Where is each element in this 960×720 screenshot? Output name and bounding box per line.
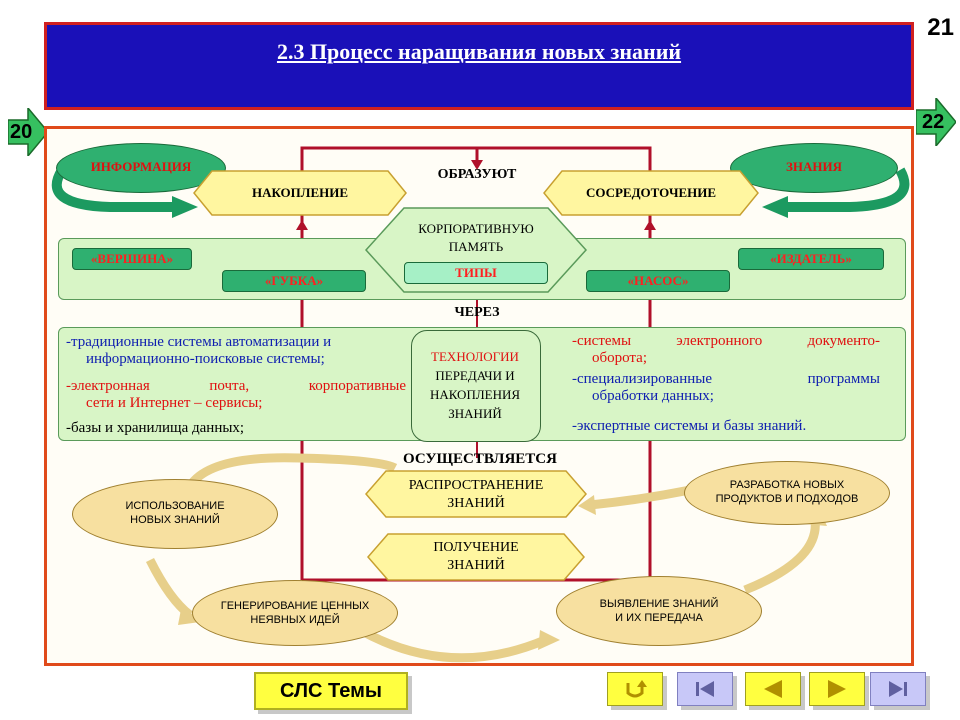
left-item-1-line1: -традиционные системы автоматизации и <box>66 334 332 350</box>
technologies-box <box>411 330 541 442</box>
use-line2: НОВЫХ ЗНАНИЙ <box>130 514 220 526</box>
information-label: ИНФОРМАЦИЯ <box>90 159 192 174</box>
information-ellipse: ИНФОРМАЦИЯ <box>56 143 226 193</box>
reveal-knowledge-ellipse: ВЫЯВЛЕНИЕ ЗНАНИЙ И ИХ ПЕРЕДАЧА <box>556 576 762 646</box>
slide-title: 2.3 Процесс наращивания новых знаний <box>276 39 682 64</box>
page-number: 21 <box>927 14 954 41</box>
dev-line2: ПРОДУКТОВ И ПОДХОДОВ <box>715 493 859 505</box>
corporate-memory-line2: ПАМЯТЬ <box>448 239 504 254</box>
prev-slide-button[interactable] <box>745 672 801 706</box>
spread-hex <box>365 470 587 518</box>
knowledge-ellipse: ЗНАНИЯ <box>730 143 898 193</box>
gen-line1: ГЕНЕРИРОВАНИЕ ЦЕННЫХ <box>220 600 370 612</box>
realized-label: ОСУЩЕСТВЛЯЕТСЯ <box>403 451 557 467</box>
reveal-line1: ВЫЯВЛЕНИЕ ЗНАНИЙ <box>599 598 719 610</box>
use-line1: ИСПОЛЬЗОВАНИЕ <box>125 500 225 512</box>
accumulation-label: НАКОПЛЕНИЕ <box>251 185 349 200</box>
last-slide-button[interactable] <box>870 672 926 706</box>
receive-line1: ПОЛУЧЕНИЕ <box>433 540 519 555</box>
gen-line2: НЕЯВНЫХ ИДЕЙ <box>250 614 340 626</box>
tech-line2: ПЕРЕДАЧИ И <box>435 368 515 383</box>
receive-line2: ЗНАНИЙ <box>447 558 505 573</box>
form-label: ОБРАЗУЮТ <box>437 167 517 182</box>
develop-products-ellipse: РАЗРАБОТКА НОВЫХ ПРОДУКТОВ И ПОДХОДОВ <box>684 461 890 525</box>
spread-line2: ЗНАНИЙ <box>447 496 505 511</box>
title-bar: 2.3 Процесс наращивания новых знаний <box>44 22 914 110</box>
topics-button[interactable]: СЛС Темы <box>254 672 408 710</box>
type-nasos: «НАСОС» <box>586 270 730 292</box>
type-vershina: «ВЕРШИНА» <box>72 248 192 270</box>
return-icon <box>626 680 647 698</box>
tech-line4: ЗНАНИЙ <box>448 406 502 421</box>
arrow-right-icon <box>7 105 49 159</box>
left-item-2-line1: -электронная почта, корпоративные <box>66 378 406 394</box>
prev-page-button[interactable]: 20 <box>7 105 49 159</box>
left-item-1-line2: информационно-поисковые системы; <box>86 351 325 367</box>
right-item-1-line2: оборота; <box>592 350 647 366</box>
left-item-3: -базы и хранилища данных; <box>66 420 245 436</box>
generate-ideas-ellipse: ГЕНЕРИРОВАНИЕ ЦЕННЫХ НЕЯВНЫХ ИДЕЙ <box>192 580 398 646</box>
concentration-hex <box>543 170 759 216</box>
left-item-2-line2: сети и Интернет – сервисы; <box>86 395 263 411</box>
type-gubka: «ГУБКА» <box>222 270 366 292</box>
skip-first-icon <box>696 681 714 697</box>
concentration-label: СОСРЕДОТОЧЕНИЕ <box>585 185 717 200</box>
next-slide-button[interactable] <box>809 672 865 706</box>
right-item-1-line1: -системы электронного документо- <box>572 333 880 349</box>
triangle-left-icon <box>764 680 782 698</box>
corporate-memory-line1: КОРПОРАТИВНУЮ <box>418 221 534 236</box>
right-item-3: -экспертные системы и базы знаний. <box>572 418 807 434</box>
triangle-right-icon <box>828 680 846 698</box>
arrow-right-icon <box>915 95 957 149</box>
through-label: ЧЕРЕЗ <box>454 305 500 320</box>
first-slide-button[interactable] <box>677 672 733 706</box>
right-item-2-line1: -специализированные программы <box>572 371 880 387</box>
type-izdatel: «ИЗДАТЕЛЬ» <box>738 248 884 270</box>
prev-page-label: 20 <box>10 121 33 143</box>
next-page-button[interactable]: 22 <box>915 95 957 149</box>
spread-line1: РАСПРОСТРАНЕНИЕ <box>408 478 544 493</box>
tech-line1: ТЕХНОЛОГИИ <box>431 349 519 364</box>
reveal-line2: И ИХ ПЕРЕДАЧА <box>615 612 703 624</box>
use-knowledge-ellipse: ИСПОЛЬЗОВАНИЕ НОВЫХ ЗНАНИЙ <box>72 479 278 549</box>
knowledge-label: ЗНАНИЯ <box>786 159 842 174</box>
right-item-2-line2: обработки данных; <box>592 388 714 404</box>
receive-hex <box>367 533 585 581</box>
accumulation-hex <box>193 170 407 216</box>
skip-last-icon <box>889 681 907 697</box>
types-pill: ТИПЫ <box>404 262 548 284</box>
tech-line3: НАКОПЛЕНИЯ <box>429 387 521 402</box>
next-page-label: 22 <box>922 111 945 133</box>
return-button[interactable] <box>607 672 663 706</box>
dev-line1: РАЗРАБОТКА НОВЫХ <box>729 479 845 491</box>
